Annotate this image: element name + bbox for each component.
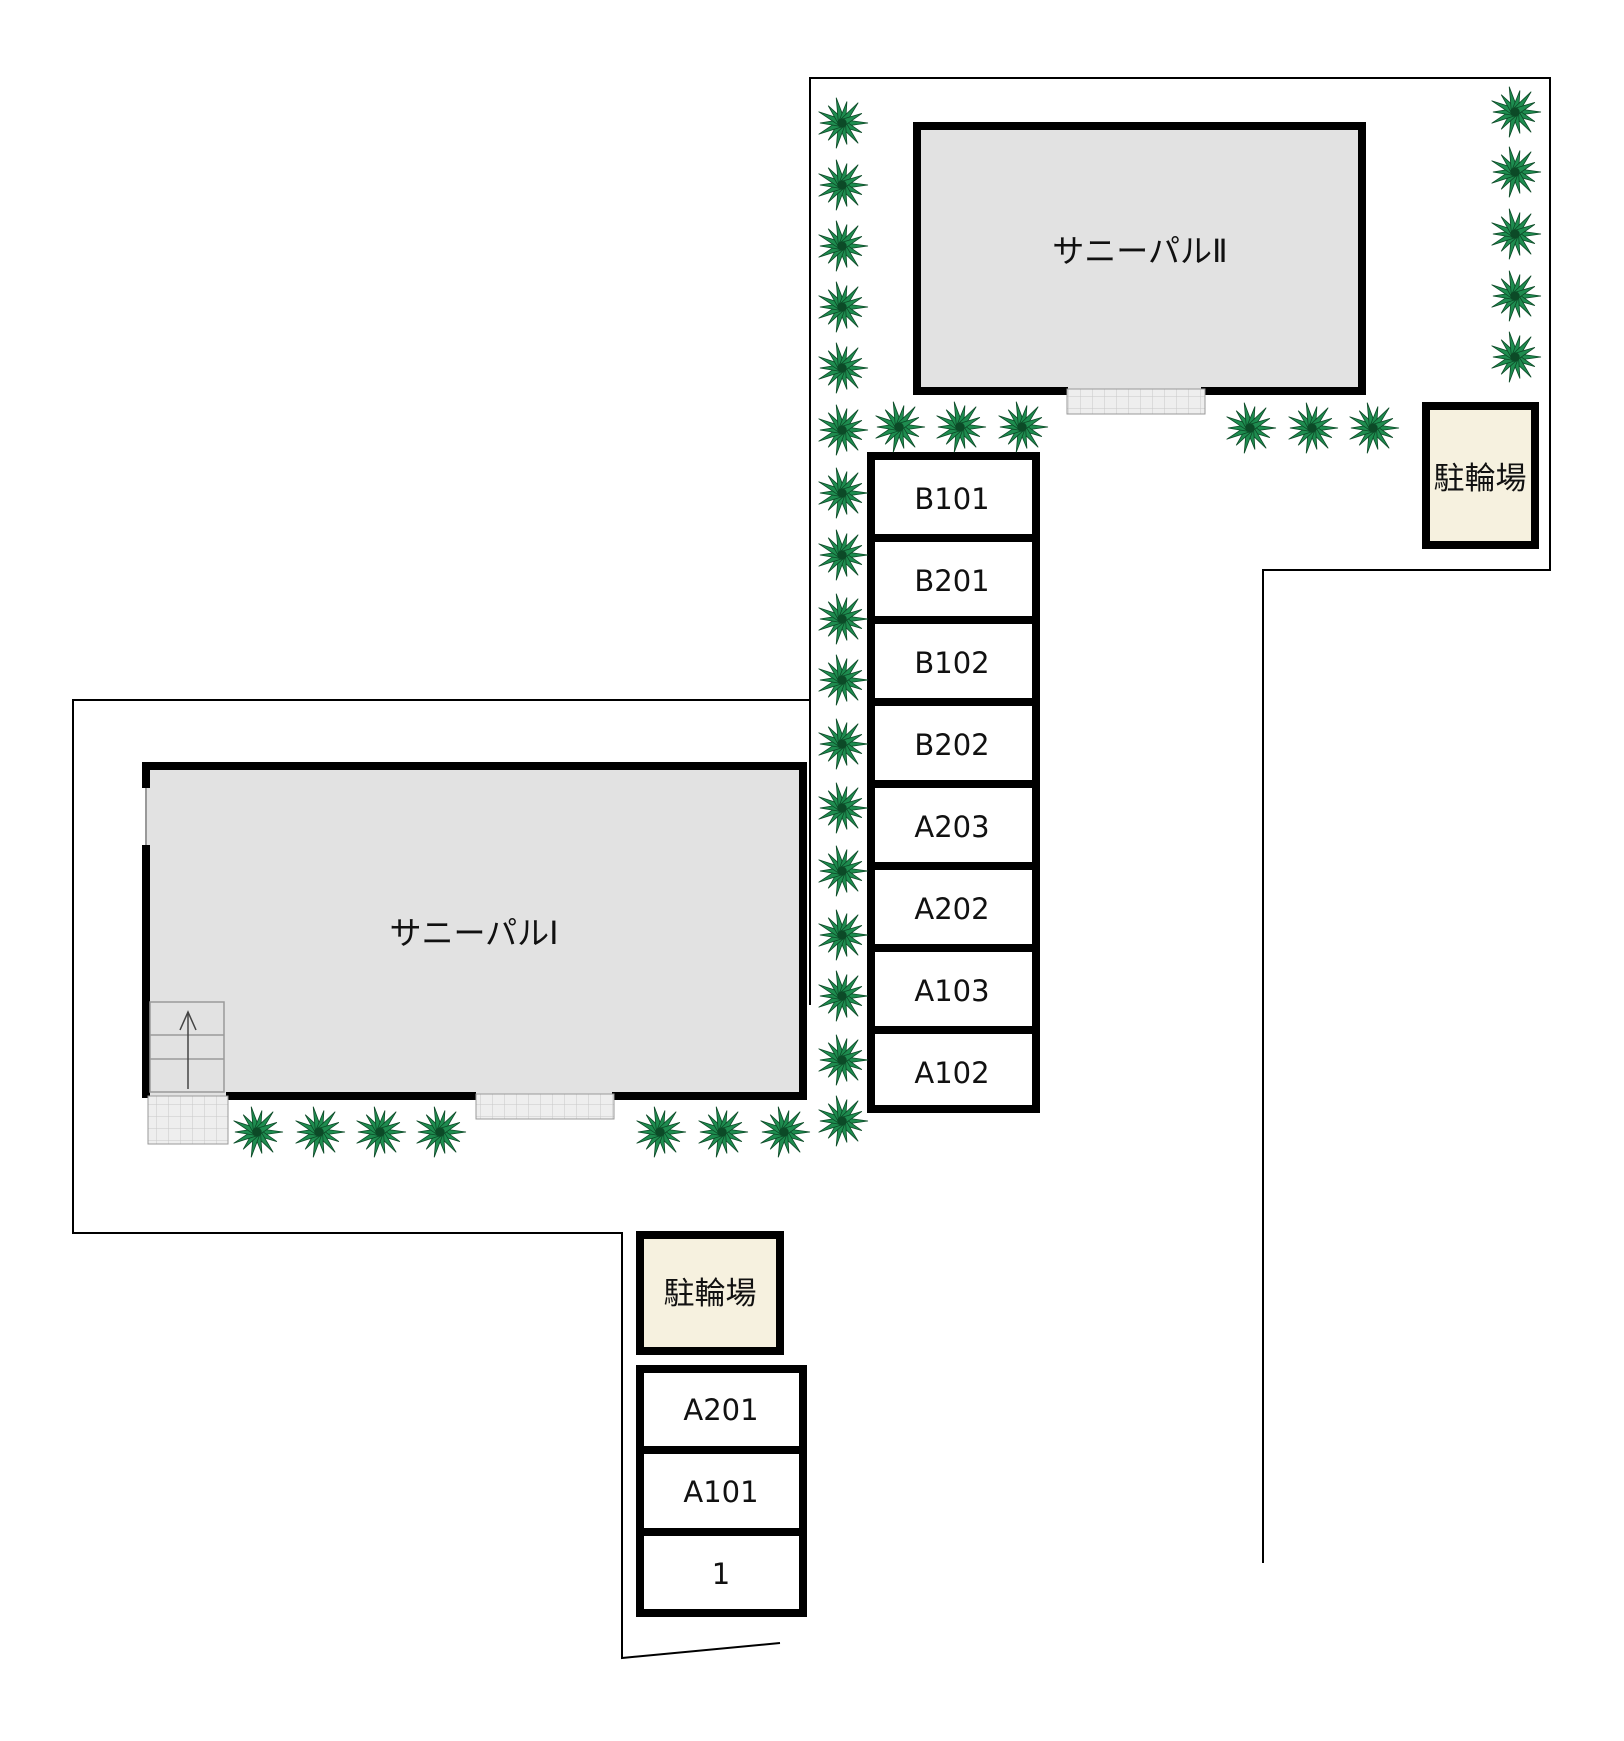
- shrub-icon: [356, 1106, 407, 1158]
- parking-space: B101: [914, 482, 989, 516]
- shrub-icon: [1491, 86, 1542, 138]
- stair-landing: [147, 1095, 229, 1145]
- parking-space: A103: [914, 974, 989, 1008]
- shrub-icon: [636, 1106, 687, 1158]
- parking-space: B102: [914, 646, 989, 680]
- parking-space-label: B202: [914, 728, 989, 762]
- staircase: [149, 1001, 225, 1093]
- parking-space: 1: [712, 1557, 730, 1591]
- parking-space-label: A201: [683, 1393, 758, 1427]
- shrub-icon: [233, 1106, 284, 1158]
- parking-space: B201: [914, 564, 989, 598]
- shrub-icon: [295, 1106, 346, 1158]
- shrub-icon: [818, 970, 869, 1022]
- shrub-icon: [818, 529, 869, 581]
- shrub-icon: [875, 401, 926, 453]
- bicycle-parking-ne-label: 駐輪場: [1434, 461, 1527, 497]
- parking-space-label: 1: [712, 1557, 730, 1591]
- shrub-icon: [818, 467, 869, 519]
- parking-space-label: A103: [914, 974, 989, 1008]
- parking-space-label: A101: [683, 1475, 758, 1509]
- building-2-label: サニーパルⅡ: [1052, 232, 1227, 270]
- shrub-icon: [818, 1095, 869, 1147]
- parking-space-label: A203: [914, 810, 989, 844]
- parking-space: A101: [683, 1475, 758, 1509]
- shrub-icon: [998, 401, 1049, 453]
- parking-column-south: A201 A101 1: [636, 1365, 807, 1617]
- shrub-icon: [818, 845, 869, 897]
- parking-space-label: B101: [914, 482, 989, 516]
- shrub-icon: [818, 593, 869, 645]
- site-boundary: [72, 77, 1551, 1660]
- shrub-icon: [1226, 402, 1277, 454]
- parking-space: A202: [914, 892, 989, 926]
- shrub-icon: [818, 281, 869, 333]
- shrub-icon: [818, 654, 869, 706]
- parking-space: A203: [914, 810, 989, 844]
- parking-space-label: B102: [914, 646, 989, 680]
- shrub-icon: [416, 1106, 467, 1158]
- parking-space-label: A102: [914, 1056, 989, 1090]
- shrubs: [233, 86, 1542, 1158]
- shrub-icon: [818, 159, 869, 211]
- parking-space: A201: [683, 1393, 758, 1427]
- shrub-icon: [1491, 331, 1542, 383]
- entrance-steps-2: [1066, 388, 1206, 415]
- shrub-icon: [818, 220, 869, 272]
- building-sunnypal-2: サニーパルⅡ: [913, 122, 1366, 415]
- parking-space-label: A202: [914, 892, 989, 926]
- shrub-icon: [1349, 402, 1400, 454]
- bicycle-parking-s: 駐輪場: [636, 1231, 784, 1355]
- bicycle-parking-ne: 駐輪場: [1422, 402, 1539, 549]
- parking-space: B202: [914, 728, 989, 762]
- shrub-icon: [818, 909, 869, 961]
- shrub-icon: [818, 782, 869, 834]
- shrub-icon: [1491, 270, 1542, 322]
- shrub-icon: [698, 1106, 749, 1158]
- parking-space: A102: [914, 1056, 989, 1090]
- building-sunnypal-1: サニーパルⅠ: [142, 762, 807, 1145]
- shrub-icon: [818, 718, 869, 770]
- shrub-icon: [818, 97, 869, 149]
- shrub-icon: [760, 1106, 811, 1158]
- shrub-icon: [1491, 208, 1542, 260]
- shrub-icon: [818, 1034, 869, 1086]
- shrub-icon: [818, 342, 869, 394]
- bicycle-parking-s-label: 駐輪場: [664, 1276, 757, 1312]
- shrub-icon: [818, 404, 869, 456]
- parking-column-main: B101 B201 B102 B202 A203 A202 A103 A102: [867, 452, 1040, 1113]
- entrance-steps-1: [475, 1093, 615, 1120]
- shrub-icon: [1491, 146, 1542, 198]
- shrub-icon: [936, 401, 987, 453]
- building-1-label: サニーパルⅠ: [389, 914, 558, 952]
- parking-space-label: B201: [914, 564, 989, 598]
- shrub-icon: [1288, 402, 1339, 454]
